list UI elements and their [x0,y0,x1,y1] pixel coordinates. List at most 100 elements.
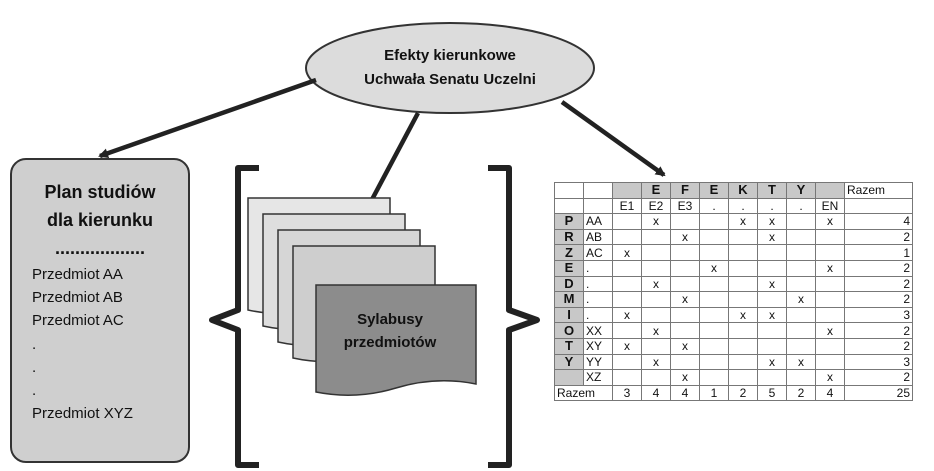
syllabi-label-line-2: przedmiotów [343,334,437,351]
matrix-cell [815,337,845,355]
study-plan-items: Przedmiot AA Przedmiot AB Przedmiot AC .… [32,263,133,425]
matrix-cell [612,291,642,308]
subject-code-cell: AC [583,244,613,261]
group-letter-cell: K [728,182,758,199]
matrix-cell [757,259,787,277]
matrix-cell: x [612,244,642,261]
column-total-cell: 2 [728,384,758,402]
column-header-cell: . [699,197,729,215]
column-total-cell: 2 [786,384,816,402]
row-total-cell: 2 [844,369,913,386]
column-header-cell: . [786,197,816,215]
matrix-cell [641,228,671,246]
matrix-cell: x [612,306,642,324]
matrix-cell: x [757,228,787,246]
matrix-cell: x [641,275,671,293]
matrix-cell: x [728,306,758,324]
corner-cell [554,197,584,215]
corner-cell [554,182,584,199]
matrix-cell [699,213,729,230]
corner-cell [583,182,613,199]
plan-item: Przedmiot AA [32,266,123,283]
matrix-cell [728,337,758,355]
matrix-cell: x [641,322,671,339]
matrix-cell: x [786,353,816,371]
matrix-cell [699,228,729,246]
matrix-cell: x [612,337,642,355]
matrix-cell [641,259,671,277]
matrix-cell [670,213,700,230]
subject-code-cell: AA [583,213,613,230]
razem-header-cell: Razem [844,182,913,199]
syllabi-label-line-1: Sylabusy [357,311,423,328]
matrix-cell [612,353,642,371]
matrix-cell [786,213,816,230]
column-header-cell: E1 [612,197,642,215]
matrix-cell [728,291,758,308]
matrix-cell: x [728,213,758,230]
right-brace [488,165,540,468]
matrix-cell [728,244,758,261]
side-letter-cell: R [554,228,584,246]
grand-total-cell: 25 [844,384,913,402]
study-plan-box: Plan studiów dla kierunku ..............… [10,158,190,463]
ellipse-label: Efekty kierunkowe Uchwała Senatu Uczelni [338,44,562,92]
matrix-cell [699,337,729,355]
matrix-cell [670,306,700,324]
study-plan-title-dots: .................. [54,238,146,258]
matrix-cell [728,369,758,386]
group-letter-cell: F [670,182,700,199]
row-total-cell: 3 [844,306,913,324]
plan-item: Przedmiot XYZ [32,405,133,423]
matrix-cell: x [815,213,845,230]
row-total-cell: 2 [844,322,913,339]
row-total-cell: 4 [844,213,913,230]
group-letter-cell: E [641,182,671,199]
matrix-cell [815,228,845,246]
group-letter-cell: E [699,182,729,199]
row-total-cell: 2 [844,259,913,277]
arrow-to-syllabi [366,111,420,209]
side-letter-cell: Z [554,244,584,261]
matrix-cell [699,369,729,386]
side-letter-cell: T [554,337,584,355]
matrix-cell [815,275,845,293]
matrix-cell: x [757,275,787,293]
matrix-cell: x [757,353,787,371]
study-plan-title-line-2: dla kierunku [46,210,154,230]
matrix-cell [699,275,729,293]
matrix-cell [670,244,700,261]
matrix-cell [641,369,671,386]
subject-code-cell: XX [583,322,613,339]
matrix-cell: x [670,291,700,308]
matrix-cell [699,306,729,324]
matrix-cell [699,244,729,261]
matrix-cell: x [670,369,700,386]
row-total-cell: 1 [844,244,913,261]
matrix-cell [786,369,816,386]
column-header-cell: E2 [641,197,671,215]
matrix-cell [786,244,816,261]
study-plan-title-line-1: Plan studiów [44,182,156,202]
matrix-cell [699,291,729,308]
subject-code-cell: XZ [583,369,613,386]
column-total-cell: 4 [815,384,845,402]
matrix-cell: x [699,259,729,277]
matrix-cell [670,353,700,371]
ellipse-line-2: Uchwała Senatu Uczelni [364,71,536,88]
matrix-cell: x [670,337,700,355]
left-brace [209,165,259,468]
matrix-cell [728,259,758,277]
matrix-cell [757,291,787,308]
footer-label-cell: Razem [554,384,613,402]
